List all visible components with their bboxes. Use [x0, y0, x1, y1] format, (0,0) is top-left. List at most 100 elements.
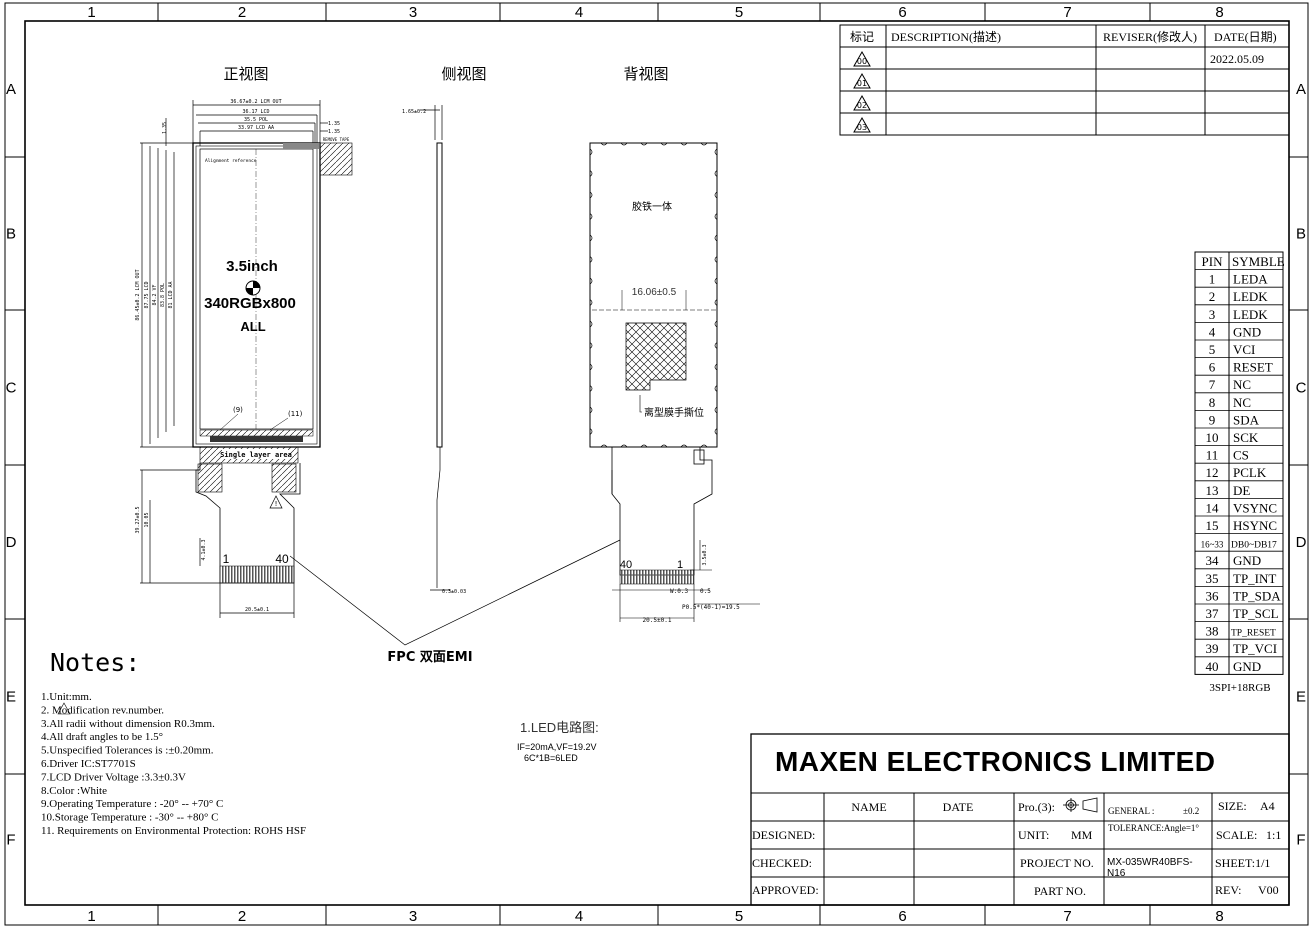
- pin-number: 3: [1209, 307, 1216, 322]
- grid-col-label: 5: [735, 4, 743, 21]
- scale-value: 1:1: [1266, 828, 1281, 842]
- back-pin-last: 1: [677, 559, 683, 571]
- edge-notch: [714, 299, 718, 306]
- grid-col-label: 8: [1215, 908, 1223, 925]
- edge-notch: [589, 234, 593, 242]
- projection-label: Pro.(3):: [1018, 800, 1055, 814]
- pin-symbol: TP_SCL: [1233, 606, 1279, 621]
- pin-number: 8: [1209, 395, 1216, 410]
- name-header: NAME: [851, 800, 886, 814]
- viewing-direction: ALL: [240, 319, 265, 334]
- pin-number: 38: [1206, 624, 1219, 639]
- grid-col-label: 8: [1215, 4, 1223, 21]
- back-h-dim: 3.5±0.3: [702, 544, 708, 565]
- fpc-component-2: [271, 463, 297, 493]
- rev-mark-00: 00: [857, 57, 867, 66]
- grid-col-label: 5: [735, 908, 743, 925]
- rev-mark-triangle-icon: [853, 50, 871, 67]
- pin-number: 11: [1206, 448, 1219, 463]
- edge-notch: [714, 191, 718, 199]
- rev-mark-01: 01: [857, 79, 867, 88]
- pin-symbol: LEDA: [1233, 272, 1268, 287]
- pin-symbol: PCLK: [1233, 465, 1267, 480]
- pin-symbol: GND: [1233, 553, 1261, 568]
- grid-row-label: D: [6, 534, 17, 551]
- dim-lcm-out-h: 86.45±0.2 LCM OUT: [135, 269, 141, 320]
- note-item: 7.LCD Driver Voltage :3.3±0.3V: [41, 771, 186, 783]
- edge-notch: [600, 142, 608, 146]
- release-film-label: 离型膜手撕位: [644, 406, 704, 419]
- note-item: 9.Operating Temperature : -20° -- +70° C: [41, 798, 223, 810]
- edge-notch: [714, 406, 718, 414]
- side-view: 1.65±0.2 0.3±0.03: [402, 105, 466, 595]
- warning-triangle-icon: [269, 495, 283, 509]
- notes: Notes: 1.Unit:mm.2. Modification rev.num…: [41, 648, 306, 837]
- pin-symbol: HSYNC: [1233, 518, 1277, 533]
- edge-notch: [589, 170, 593, 177]
- symbol-header: SYMBLE: [1232, 254, 1285, 269]
- grid-col-label: 6: [898, 4, 906, 21]
- note-item: 3.All radii without dimension R0.3mm.: [41, 718, 215, 730]
- grid-row-label: B: [6, 226, 16, 243]
- rev-mark-triangle-icon: [853, 72, 871, 89]
- grid-col-label: 4: [575, 908, 583, 925]
- back-pitch-dim: P0.5*(40-1)=19.5: [682, 604, 740, 611]
- grid-col-label: 6: [898, 908, 906, 925]
- note-item: 10.Storage Temperature : -30° -- +80° C: [41, 812, 218, 824]
- project-label: PROJECT NO.: [1020, 856, 1094, 870]
- edge-notch: [589, 385, 593, 392]
- note-item: 1.Unit:mm.: [41, 691, 92, 703]
- center-mark-icon: [245, 280, 261, 296]
- back-w-dim: W:0.3: [670, 588, 688, 595]
- grid-col-label: 1: [87, 908, 95, 925]
- grid-row-label: E: [6, 689, 16, 706]
- grid-col-label: 3: [409, 908, 417, 925]
- remove-tape-tab: [319, 142, 353, 176]
- designed-label: DESIGNED:: [752, 828, 815, 842]
- back-pin-first: 40: [620, 559, 632, 571]
- edge-notch: [714, 234, 718, 242]
- edge-notch: [714, 342, 718, 349]
- part-label: PART NO.: [1034, 884, 1086, 898]
- dim-pin-h: 4.1±0.3: [201, 539, 207, 560]
- edge-notch: [714, 170, 718, 177]
- edge-notch: [589, 191, 593, 199]
- back-view: 16.06±0.5 胶铁一体 离型膜手撕位 40 1 W:0.3 0.5 P0.…: [589, 142, 760, 624]
- dim-pol-w: 35.5 POL: [244, 117, 268, 123]
- pin-header: PIN: [1202, 254, 1224, 269]
- edge-notch: [714, 428, 718, 435]
- back-dim: 16.06±0.5: [632, 287, 677, 298]
- grid-row-label: C: [6, 380, 17, 397]
- callout-11: (11): [288, 410, 303, 418]
- drawing-frame: [4, 2, 1309, 926]
- dim-fpc-w: 20.5±0.1: [245, 607, 269, 613]
- grid-row-label: F: [6, 832, 15, 849]
- pin-symbol: VSYNC: [1233, 500, 1277, 515]
- dim-pol-h: 83.8 POL: [160, 283, 166, 307]
- fpc-component-1: [197, 463, 223, 493]
- unit-label: UNIT:: [1018, 828, 1049, 842]
- led-title: 1.LED电路图:: [520, 720, 599, 735]
- rev-mark-triangle-icon: [853, 116, 871, 133]
- dim-fpc-h: 39.27±0.5: [135, 506, 141, 533]
- edge-notch: [589, 213, 593, 220]
- pin-number: 35: [1206, 571, 1219, 586]
- front-pin-last: 40: [275, 552, 289, 566]
- front-pin-first: 1: [223, 552, 230, 566]
- back-panel: [589, 142, 718, 448]
- size-label: SIZE:: [1218, 799, 1247, 813]
- dim-fpc-h2: 10.05: [144, 512, 150, 527]
- grid-row-label: C: [1296, 380, 1307, 397]
- pin-number: 40: [1206, 659, 1219, 674]
- alignment-reference: Alignment reference: [205, 158, 257, 164]
- edge-notch: [589, 428, 593, 435]
- pin-number: 2: [1209, 289, 1216, 304]
- front-view-title: 正视图: [223, 65, 268, 83]
- rev-mark-triangle-icon: [853, 94, 871, 111]
- project-no-line-2: N16: [1107, 868, 1126, 879]
- note-item: 4.All draft angles to be 1.5°: [41, 731, 163, 743]
- unit-value: MM: [1071, 828, 1093, 842]
- dim-lcm-out-w: 36.67±0.2 LCM OUT: [230, 99, 281, 105]
- grid-row-label: F: [1296, 832, 1305, 849]
